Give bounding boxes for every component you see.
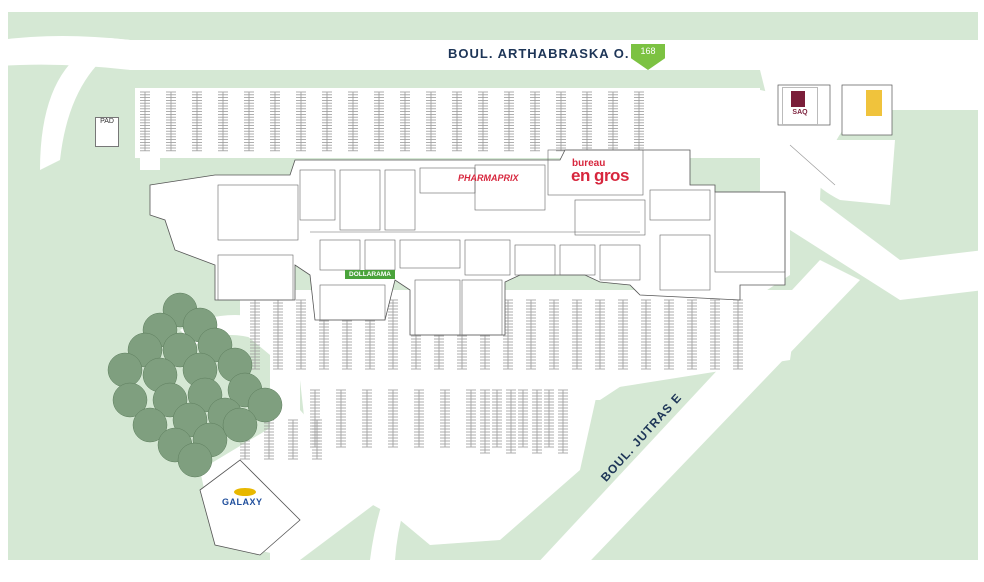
cinema-building (199, 459, 301, 556)
store-bureau-en-gros[interactable]: en gros (571, 166, 629, 185)
highway-168-shield: 168 (631, 44, 665, 70)
trees (107, 292, 283, 478)
road-label-arthabraska: BOUL. ARTHABRASKA O. (448, 46, 630, 61)
highway-number: 168 (640, 46, 656, 56)
saq-label: SAQ (792, 109, 808, 116)
interior-stores (217, 149, 786, 336)
store-bureau-en-gros-top[interactable]: bureau (572, 158, 606, 169)
store-galaxy[interactable]: GALAXY (222, 497, 263, 507)
store-pharmaprix[interactable]: PHARMAPRIX (458, 173, 519, 183)
galaxy-logo-icon (234, 488, 256, 496)
pad-site[interactable]: PAD (95, 117, 119, 147)
mall-building (149, 149, 786, 336)
saq-logo-icon (791, 91, 805, 107)
pad-label: PAD (100, 118, 114, 125)
store-dollarama[interactable]: DOLLARAMA (345, 270, 395, 279)
store-saq[interactable]: SAQ (782, 87, 818, 125)
bank-logo-icon[interactable] (866, 90, 882, 116)
